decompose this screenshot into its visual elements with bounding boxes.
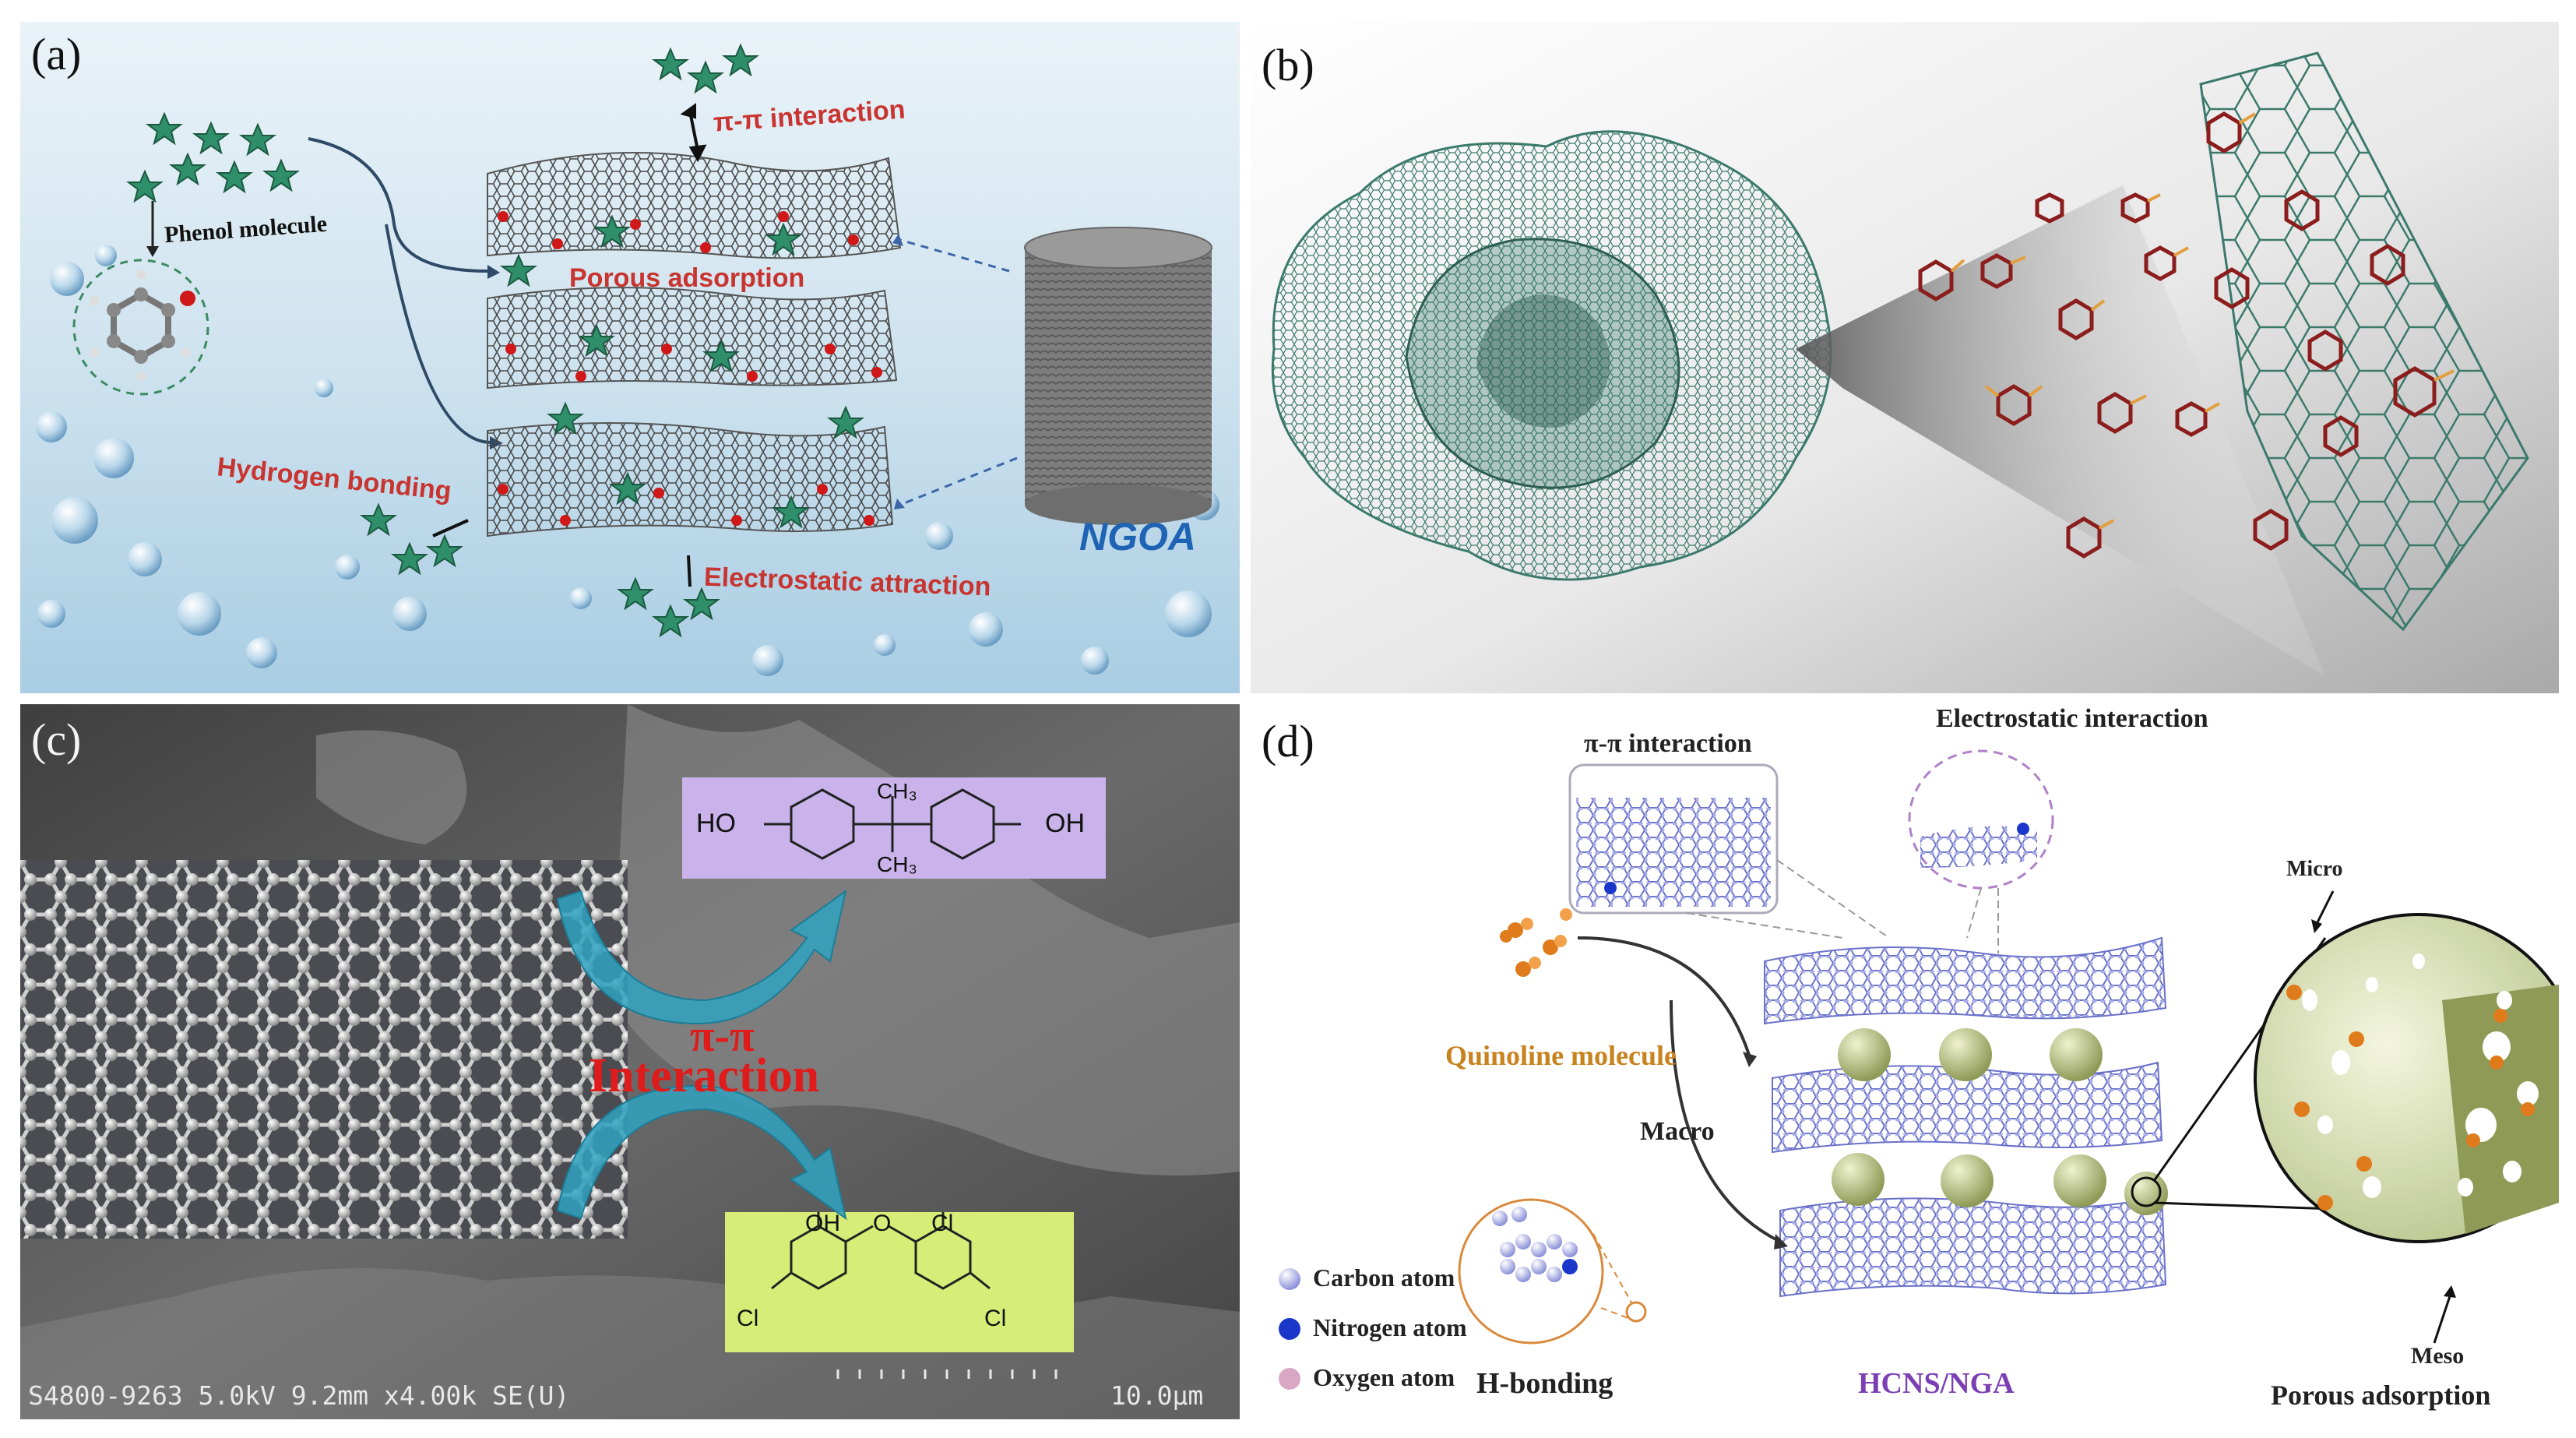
tcs-oh-label: OH xyxy=(805,1211,840,1236)
curved-arrow-upper xyxy=(308,137,488,273)
scale-bar-ticks xyxy=(836,1369,1057,1379)
tcs-cl-3-label: Cl xyxy=(984,1306,1007,1331)
panel-b-label: (b) xyxy=(1262,40,1314,90)
legend-carbon-label: Carbon atom xyxy=(1313,1264,1455,1292)
d-meso-label: Meso xyxy=(2411,1343,2465,1369)
panel-b: (b) xyxy=(1251,22,2559,693)
tcs-cl-1-label: Cl xyxy=(931,1211,954,1236)
h-bonding-molecule xyxy=(1492,1207,1578,1282)
sem-info-text: S4800-9263 5.0kV 9.2mm x4.00k SE(U) xyxy=(28,1380,570,1411)
quinoline-arrow-lower xyxy=(1670,999,1781,1243)
pi-pi-label-c: π-π xyxy=(690,1010,755,1061)
d-h-bonding-label: H-bonding xyxy=(1476,1367,1614,1400)
d-macro-label: Macro xyxy=(1640,1117,1715,1146)
d-porous-label: Porous adsorption xyxy=(2271,1380,2491,1411)
legend-oxygen-swatch xyxy=(1279,1368,1300,1390)
d-quinoline-label: Quinoline molecule xyxy=(1445,1040,1677,1071)
triclosan-box xyxy=(725,1212,1074,1352)
d-micro-label: Micro xyxy=(2286,857,2343,881)
bpa-ch3-bottom-label: CH₃ xyxy=(877,852,917,876)
bisphenol-a-structure xyxy=(764,788,1021,860)
legend-nitrogen-label: Nitrogen atom xyxy=(1313,1313,1467,1341)
panel-c-label: (c) xyxy=(31,714,82,765)
meso-pointer xyxy=(2433,1295,2451,1344)
phenol-stars xyxy=(126,43,864,638)
interaction-arrows xyxy=(432,103,707,587)
curved-arrow-lower xyxy=(385,224,492,444)
interaction-label-c: Interaction xyxy=(589,1049,820,1102)
panel-a-illustration xyxy=(20,22,1240,693)
ngoa-aerogel-cylinder xyxy=(1024,227,1212,525)
bpa-ho-label: HO xyxy=(696,809,736,838)
quinoline-molecules xyxy=(1500,908,1572,977)
magnify-cone xyxy=(1796,185,2325,676)
quinoline-arrow-upper xyxy=(1577,936,1751,1056)
legend-carbon-swatch xyxy=(1279,1268,1300,1290)
panel-c-illustration xyxy=(20,704,1240,1419)
porous-adsorption-label: Porous adsorption xyxy=(569,263,805,293)
ngoa-dashed-arrows xyxy=(899,238,1018,506)
d-pi-pi-label: π-π interaction xyxy=(1584,729,1752,758)
triclosan-structure xyxy=(771,1212,991,1290)
h-bonding-inset xyxy=(1458,1198,1604,1345)
panel-a-label: (a) xyxy=(31,29,82,79)
panel-c: (c) HO OH CH₃ CH₃ OH O Cl Cl Cl π-π Inte… xyxy=(20,704,1240,1419)
hcns-nga-layers xyxy=(1764,936,2167,1298)
d-hcns-label: HCNS/NGA xyxy=(1858,1367,2015,1400)
bpa-oh-label: OH xyxy=(1045,809,1085,838)
inset-connectors xyxy=(1686,859,1999,953)
panel-d: (d) π-π interaction Electrostatic intera… xyxy=(1251,704,2559,1419)
adsorbed-molecules xyxy=(1918,111,2437,559)
ngoa-label: NGOA xyxy=(1079,515,1196,559)
d-electrostatic-label: Electrostatic interaction xyxy=(1936,704,2208,733)
panel-d-illustration xyxy=(1279,749,2559,1390)
interaction-arrows-teal xyxy=(556,889,847,1221)
panel-d-label: (d) xyxy=(1262,716,1314,767)
sem-scale-label: 10.0μm xyxy=(1110,1380,1204,1411)
porous-sphere-zoom xyxy=(2254,913,2559,1243)
tcs-cl-2-label: Cl xyxy=(737,1306,759,1331)
bisphenol-a-box xyxy=(682,777,1106,879)
legend-nitrogen-swatch xyxy=(1279,1318,1300,1340)
tcs-o-label: O xyxy=(873,1211,892,1236)
bpa-ch3-top-label: CH₃ xyxy=(877,779,917,803)
h-bonding-connectors xyxy=(1592,1233,1633,1320)
3d-graphene-network xyxy=(1271,130,1832,581)
graphene-lattice xyxy=(20,860,628,1239)
panel-a: (a) Phenol molecule π-π interaction Poro… xyxy=(20,22,1240,693)
zoomed-graphene-sheet xyxy=(2199,51,2529,632)
functional-groups xyxy=(1950,112,2455,530)
panel-b-illustration xyxy=(1251,22,2559,693)
graphene-layers xyxy=(487,152,902,537)
phenol-structure xyxy=(72,259,209,396)
micro-pointer xyxy=(2316,890,2335,923)
legend-oxygen-label: Oxygen atom xyxy=(1313,1363,1455,1391)
